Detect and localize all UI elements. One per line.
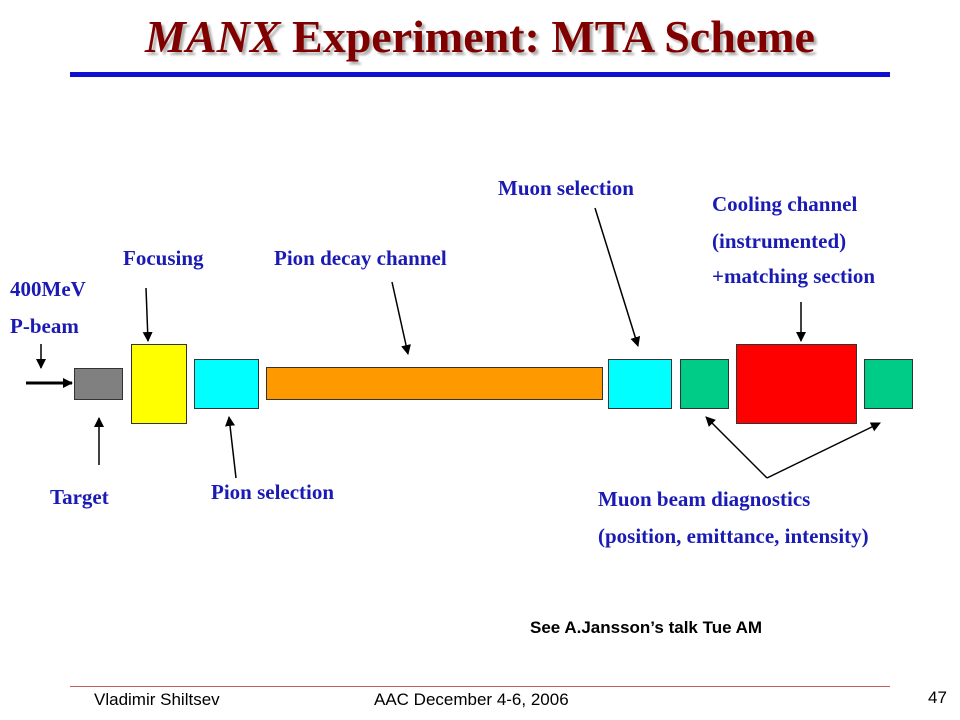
muon-selection-block (608, 359, 672, 409)
label-pion-decay-channel: Pion decay channel (274, 246, 447, 270)
label-cooling-matching: +matching section (712, 264, 876, 288)
pion-selection-arrow (225, 416, 237, 479)
footer-author: Vladimir Shiltsev (94, 690, 220, 709)
label-pion-selection: Pion selection (211, 480, 335, 504)
slide-title: MANX Experiment: MTA Scheme (0, 10, 960, 63)
talk-reference-note: See A.Jansson’s talk Tue AM (530, 618, 763, 637)
label-cooling-instrumented: (instrumented) (712, 229, 847, 253)
label-cooling-channel: Cooling channel (712, 192, 858, 216)
diagnostics-arrow-upstream (705, 416, 768, 479)
diagnostics-block-downstream (864, 359, 913, 409)
title-rest: Experiment: MTA Scheme (280, 11, 815, 62)
footer-rule (70, 686, 890, 687)
label-pbeam: P-beam (10, 314, 79, 338)
diagnostics-block-upstream (680, 359, 729, 409)
pion-decay-channel (266, 367, 603, 400)
target-block (74, 368, 123, 400)
diagnostics-arrow-downstream (766, 422, 881, 479)
focusing-arrow (142, 287, 153, 342)
pion-decay-arrow (391, 281, 411, 355)
label-target: Target (50, 485, 109, 509)
label-pbeam-energy: 400MeV (10, 277, 86, 301)
focusing-magnet (131, 344, 187, 424)
label-muon-selection: Muon selection (498, 176, 634, 200)
muon-selection-arrow (594, 207, 641, 347)
label-diagnostics-parameters: (position, emittance, intensity) (598, 524, 869, 548)
title-underline (70, 72, 890, 77)
cooling-channel-block (736, 344, 857, 424)
label-muon-beam-diagnostics: Muon beam diagnostics (598, 487, 811, 511)
page-number: 47 (928, 688, 947, 707)
footer-event: AAC December 4-6, 2006 (374, 690, 569, 709)
title-italic: MANX (145, 11, 281, 62)
label-focusing: Focusing (123, 246, 204, 270)
pion-selection-block (194, 359, 259, 409)
